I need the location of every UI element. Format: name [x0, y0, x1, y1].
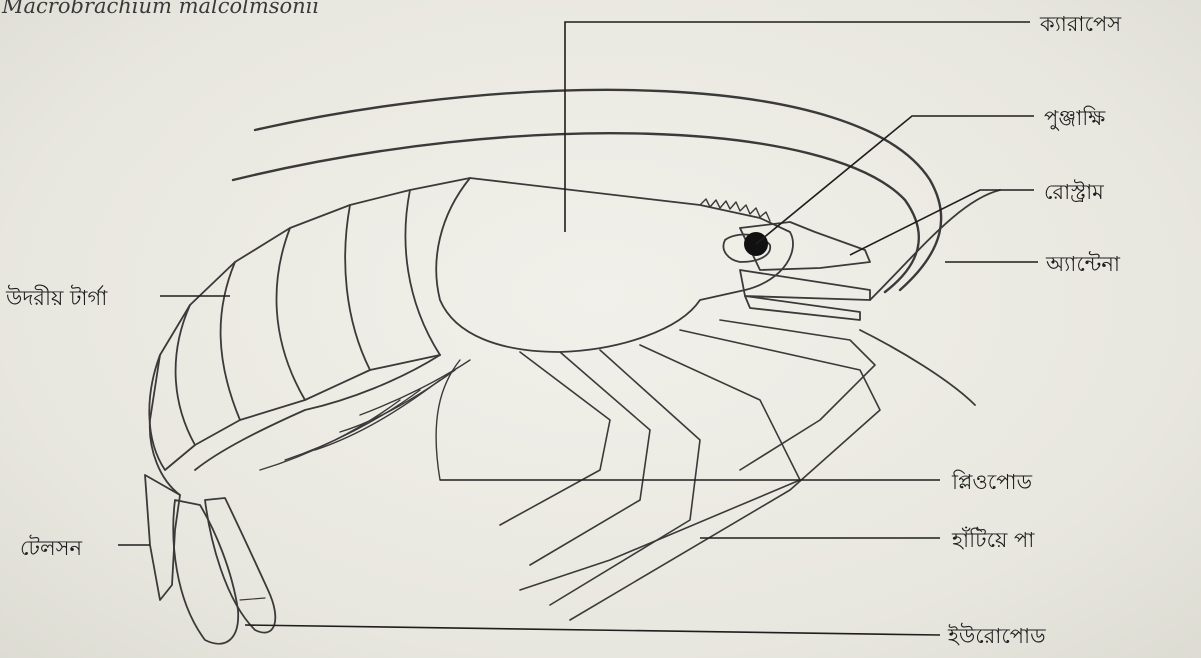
- antenna-flagellum: [860, 330, 975, 405]
- uropod-right: [205, 498, 275, 633]
- leader-uropod: [245, 625, 940, 635]
- abdomen-ventral: [195, 355, 440, 470]
- label-antenna: অ্যান্টেনা: [1046, 248, 1120, 283]
- label-uropod: ইউরোপোড: [948, 620, 1046, 655]
- abdomen-segment-6: [149, 305, 195, 470]
- label-abdominal-terga: উদরীয় টার্গা: [6, 282, 107, 317]
- abdomen-segment-3: [276, 205, 370, 400]
- walking-leg-1: [500, 352, 610, 525]
- label-walking-legs: হাঁটিয়ে পা: [952, 524, 1034, 559]
- cheliped: [720, 320, 875, 470]
- label-carapace: ক্যারাপেস: [1040, 8, 1121, 43]
- uropod-left: [173, 500, 238, 644]
- label-pleopod: প্লিওপোড: [952, 466, 1032, 501]
- label-rostrum: রোস্ট্রাম: [1044, 176, 1104, 211]
- walking-leg-2: [530, 352, 650, 565]
- antenna-arc-1: [255, 90, 941, 290]
- carapace-outline: [436, 178, 793, 352]
- telson-outline: [145, 475, 180, 600]
- abdomen-segment-2: [345, 190, 440, 370]
- abdomen-segment-4: [221, 228, 305, 420]
- label-compound-eye: পুঞ্জাক্ষি: [1044, 102, 1105, 137]
- abdomen-segment-5: [176, 262, 240, 445]
- abdomen-segment-1: [405, 178, 470, 355]
- walking-leg-3: [550, 350, 700, 605]
- pleopod-5: [260, 400, 400, 470]
- walking-leg-5: [570, 330, 880, 620]
- walking-leg-4: [520, 345, 800, 590]
- label-telson: টেলসন: [20, 532, 82, 567]
